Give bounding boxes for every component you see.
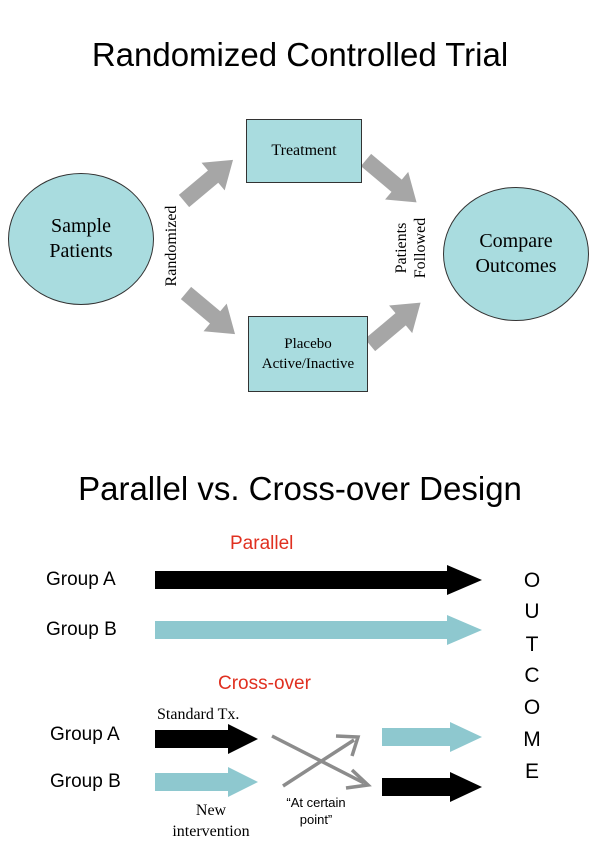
cross-line-down-head bbox=[345, 768, 372, 790]
crossover-label: Cross-over bbox=[218, 673, 311, 694]
followed-label-line1: Patients bbox=[393, 222, 410, 274]
design-title: Parallel vs. Cross-over Design bbox=[78, 470, 522, 507]
outcome-letter-7: E bbox=[524, 760, 539, 783]
new-label-line2: intervention bbox=[172, 823, 250, 840]
crossover-group-b-label: Group B bbox=[50, 771, 121, 792]
new-label-line1: New bbox=[195, 802, 227, 819]
certain-label-line1: “At certain bbox=[286, 795, 346, 810]
sample-label-line2: Patients bbox=[49, 240, 113, 262]
outcome-letter-3: T bbox=[525, 633, 539, 656]
outcome-letter-1: O bbox=[523, 569, 541, 592]
compare-outcomes-circle: Compare Outcomes bbox=[443, 187, 589, 321]
arrow-sample-to-treatment bbox=[178, 159, 234, 208]
cross-line-up-head bbox=[335, 734, 361, 757]
patients-followed-label: Patients Followed bbox=[392, 198, 432, 298]
followed-label-line2: Followed bbox=[412, 217, 429, 279]
standard-tx-label: Standard Tx. bbox=[157, 706, 240, 723]
compare-label-line1: Compare bbox=[479, 230, 553, 252]
arrow-sample-to-placebo bbox=[180, 286, 236, 335]
arrow-placebo-to-compare bbox=[364, 302, 421, 352]
outcome-letter-6: M bbox=[523, 728, 541, 751]
parallel-arrow-group-b bbox=[155, 615, 482, 645]
placebo-label-line1: Placebo bbox=[284, 336, 332, 352]
compare-label-line2: Outcomes bbox=[475, 255, 557, 277]
crossover-arrow-b-standard bbox=[382, 772, 482, 802]
crossover-arrow-a-standard bbox=[155, 724, 258, 754]
crossover-arrow-a-new bbox=[382, 722, 482, 752]
parallel-label: Parallel bbox=[230, 533, 294, 554]
sample-patients-circle: Sample Patients bbox=[8, 173, 154, 305]
cross-line-down bbox=[271, 734, 365, 785]
placebo-label-line2: Active/Inactive bbox=[261, 356, 355, 372]
arrow-treatment-to-compare bbox=[360, 153, 417, 203]
placebo-box: Placebo Active/Inactive bbox=[248, 316, 368, 392]
treatment-label: Treatment bbox=[271, 142, 337, 159]
at-certain-point-label: “At certain point” bbox=[276, 794, 356, 828]
parallel-group-b-label: Group B bbox=[46, 619, 117, 640]
crossover-group-a-label: Group A bbox=[50, 724, 120, 745]
certain-label-line2: point” bbox=[299, 812, 333, 827]
sample-label-line1: Sample bbox=[51, 215, 111, 237]
outcome-letter-4: C bbox=[524, 664, 540, 687]
outcome-letter-5: O bbox=[523, 696, 541, 719]
parallel-arrow-group-a bbox=[155, 565, 482, 595]
crossover-arrow-b-new bbox=[155, 767, 258, 797]
parallel-group-a-label: Group A bbox=[46, 569, 116, 590]
cross-line-up bbox=[282, 738, 355, 788]
outcome-letter-2: U bbox=[524, 600, 540, 623]
new-intervention-label: New intervention bbox=[171, 800, 251, 842]
treatment-box: Treatment bbox=[246, 119, 362, 183]
rct-title: Randomized Controlled Trial bbox=[91, 36, 509, 73]
randomized-label: Randomized bbox=[163, 205, 180, 287]
